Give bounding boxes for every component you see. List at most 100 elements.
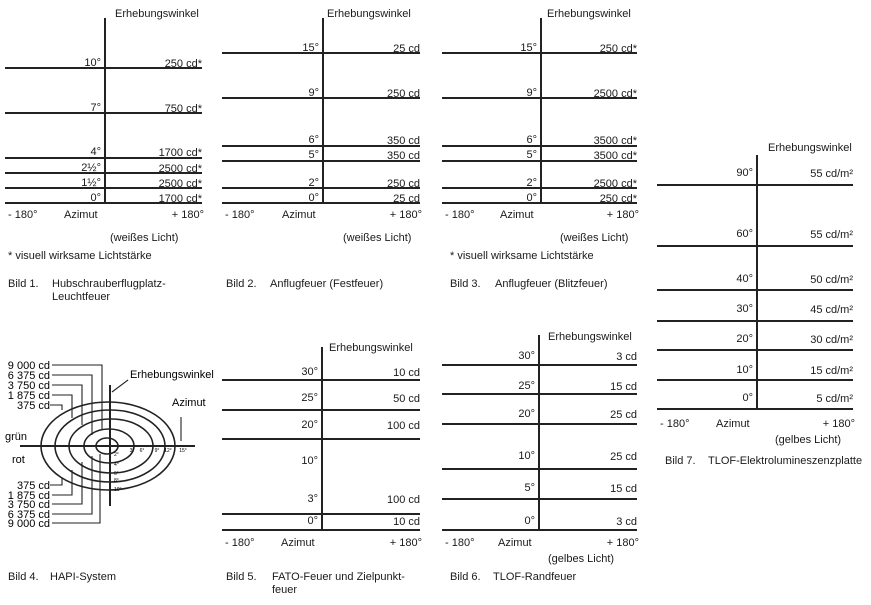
bild5-intensity-value: 100 cd [386,420,420,432]
bild3-sector-line [442,187,637,189]
bild2-angle-label: 0° [308,192,319,204]
bild2-intensity-value: 350 cd [386,150,420,162]
bild5-sector-line [222,438,420,440]
bild3-minus-180: - 180° [445,209,475,221]
bild2-sector-line [222,52,420,54]
bild6-angle-label: 25° [518,380,535,392]
bild6-intensity-value: 15 cd [610,483,637,495]
bild6-sector-line [442,498,637,500]
bild1-angle-label: 4° [90,146,101,158]
elevation-arrow [111,379,129,393]
bild1-intensity-value: 250 cd* [164,58,202,70]
bild1-light: (weißes Licht) [110,232,179,244]
bild7-angle-label: 10° [736,364,753,376]
bild5-sector-line [222,529,420,531]
bild3-angle-label: 5° [526,149,537,161]
bild3-intensity-value: 3500 cd* [593,150,637,162]
bild1-intensity-value: 1700 cd* [158,147,202,159]
bild3-caption-num: Bild 3. [450,278,481,290]
bild2-angle-label: 6° [308,134,319,146]
bild6-light: (gelbes Licht) [548,553,615,565]
bild6-intensity-value: 3 cd [616,516,637,528]
bild7-angle-label: 0° [742,392,753,404]
bild3-light: (weißes Licht) [560,232,629,244]
bild7-elevation-axis [756,155,758,408]
bild1-angle-label: 7° [90,102,101,114]
bild5-minus-180: - 180° [225,537,255,549]
bild6-intensity-value: 3 cd [616,351,637,363]
hapi-diagram: Erhebungswinkel Azimut grün rot 9 000 cd… [5,360,214,530]
elevation-tick: 2° [114,452,119,458]
green-label: grün [5,431,27,443]
bild6-sector-line [442,529,637,531]
bild7-sector-line [657,245,853,247]
bild1-sector-line [5,112,202,114]
hapi-intensity-label-bottom: 3 750 cd [8,499,50,511]
bild2-elevation-label: Erhebungswinkel [327,8,411,20]
bild7-sector-line [657,289,853,291]
bild2-intensity-value: 250 cd [386,178,420,190]
hapi-intensity-label-top: 6 375 cd [8,370,50,382]
bild1-sector-line [5,172,202,174]
bild3-intensity-value: 250 cd* [599,43,637,55]
bild3-sector-line [442,97,637,99]
bild3-angle-label: 15° [520,42,537,54]
bild5-caption: FATO-Feuer und Zielpunkt- [272,571,405,583]
bild1-elevation-axis [104,18,106,202]
bild3-sector-line [442,160,637,162]
bild5-angle-label: 3° [307,493,318,505]
bild5-caption-num: Bild 5. [226,571,257,583]
bild2-intensity-value: 250 cd [386,88,420,100]
bild1-sector-line [5,157,202,159]
azimuth-tick: 3° [130,448,135,454]
hapi-intensity-label-bottom: 375 cd [17,480,50,492]
bild3-intensity-value: 2500 cd* [593,178,637,190]
bild3-angle-label: 0° [526,192,537,204]
bild2-intensity-value: 25 cd [393,43,420,55]
bild6-angle-label: 5° [524,482,535,494]
bild1-angle-label: 1½° [81,177,101,189]
bild2-sector-line [222,97,420,99]
bild6-intensity-value: 15 cd [610,381,637,393]
bild6-angle-label: 20° [518,408,535,420]
bild5-caption-2: feuer [272,584,298,596]
bild5-plus-180: + 180° [389,537,422,549]
elevation-tick: 4° [114,462,119,468]
bild5-elevation-label: Erhebungswinkel [329,342,413,354]
bild2-angle-label: 15° [302,42,319,54]
bild6-intensity-value: 25 cd [610,409,637,421]
bild7-minus-180: - 180° [660,418,690,430]
bild6-angle-label: 0° [524,515,535,527]
bild2-sector-line [222,145,420,147]
bild3-footnote: * visuell wirksame Lichtstärke [450,250,594,262]
bild1-sector-line [5,187,202,189]
bild1-sector-line [5,67,202,69]
bild1-angle-label: 0° [90,192,101,204]
bild5-intensity-value: 10 cd [393,516,420,528]
hapi-elevation-label: Erhebungswinkel [130,369,214,381]
bild6-angle-label: 10° [518,450,535,462]
bild2-caption-num: Bild 2. [226,278,257,290]
bild1-plus-180: + 180° [171,209,204,221]
bild6-elevation-axis [538,335,540,529]
bild7-sector-line [657,408,853,410]
bild5-sector-line [222,513,420,515]
bild7-angle-label: 90° [736,167,753,179]
bild4-caption: HAPI-System [50,571,117,583]
bild3-elevation-axis [540,18,542,202]
hapi-intensity-label-top: 9 000 cd [8,360,50,372]
bild2-plus-180: + 180° [389,209,422,221]
bild6-sector-line [442,393,637,395]
bild5-sector-line [222,409,420,411]
bild3-sector-line [442,145,637,147]
hapi-intensity-label-top: 3 750 cd [8,380,50,392]
bild5-intensity-value: 100 cd [386,494,420,506]
bild2-intensity-value: 350 cd [386,135,420,147]
red-label: rot [12,454,25,466]
hapi-intensity-label-bottom: 6 375 cd [8,509,50,521]
bild3-intensity-value: 2500 cd* [593,88,637,100]
bild3-intensity-value: 250 cd* [599,193,637,205]
bild2-elevation-axis [322,18,324,202]
azimuth-tick: 15° [179,448,187,454]
bild4-caption-num: Bild 4. [8,571,39,583]
